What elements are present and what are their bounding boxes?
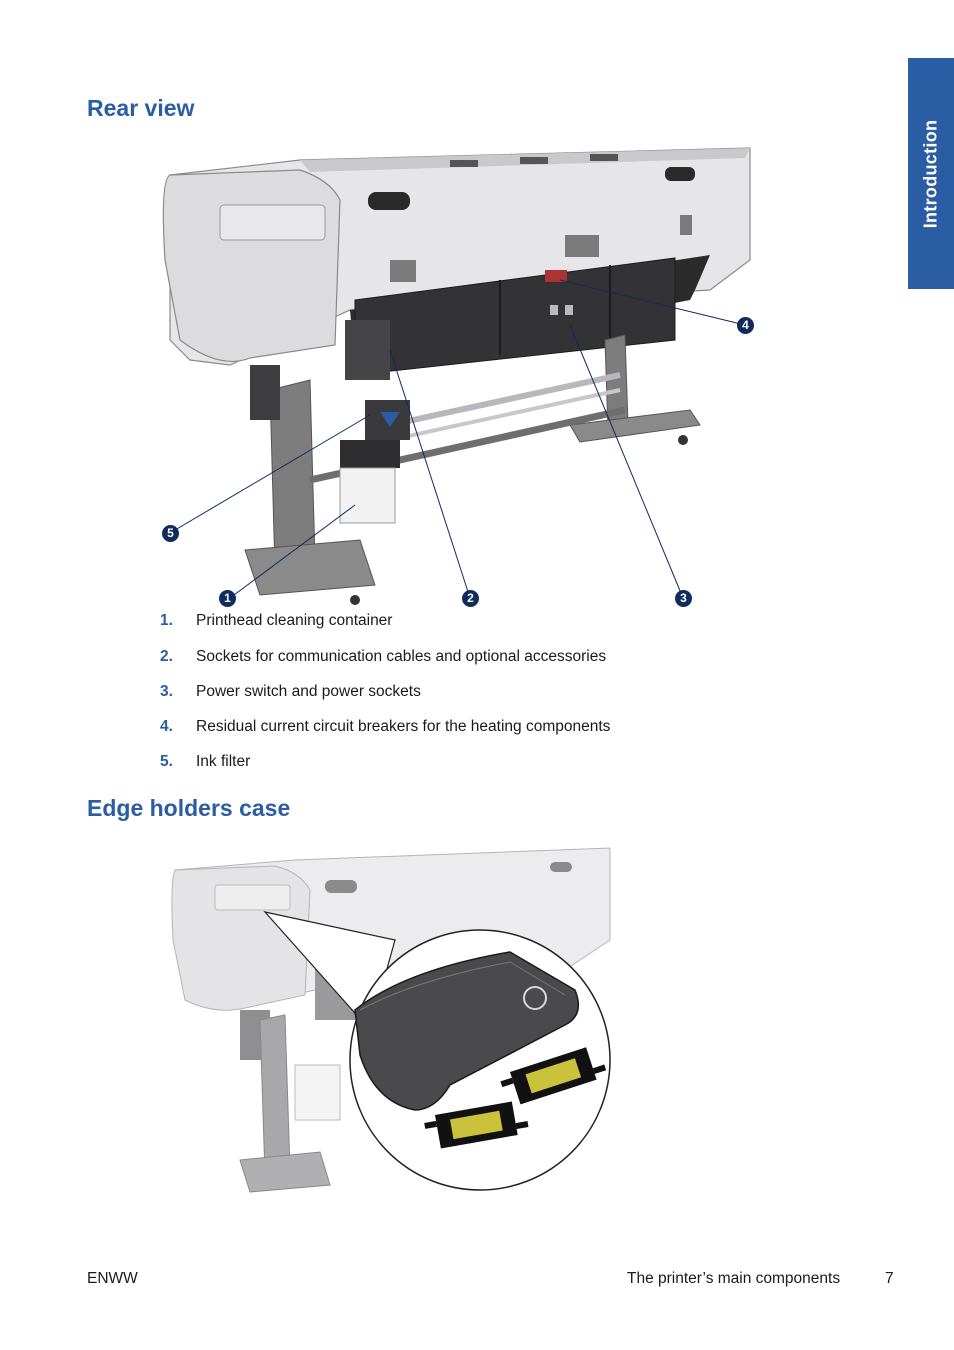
callout-2: 2 — [462, 590, 479, 607]
list-item-number: 4. — [160, 718, 173, 735]
callout-leader-lines — [169, 279, 746, 599]
footer-left: ENWW — [87, 1270, 138, 1287]
list-item-number: 2. — [160, 648, 173, 665]
edge-holders-heading: Edge holders case — [87, 795, 291, 821]
page-number: 7 — [885, 1270, 894, 1287]
list-item-number: 3. — [160, 683, 173, 700]
callout-3: 3 — [675, 590, 692, 607]
list-item-text: Printhead cleaning container — [196, 612, 393, 629]
callout-4: 4 — [737, 317, 754, 334]
list-item-text: Ink filter — [196, 753, 251, 770]
footer-section-title: The printer’s main components — [627, 1270, 841, 1287]
callout-5: 5 — [162, 525, 179, 542]
rear-view-illustration — [162, 147, 751, 605]
list-item-number: 1. — [160, 612, 173, 629]
list-item-text: Residual current circuit breakers for th… — [196, 718, 611, 735]
rear-view-heading: Rear view — [87, 95, 195, 121]
list-item-number: 5. — [160, 753, 173, 770]
edge-holders-illustration — [171, 847, 611, 1193]
section-tab: Introduction — [908, 58, 954, 289]
list-item-text: Sockets for communication cables and opt… — [196, 648, 607, 665]
list-item-text: Power switch and power sockets — [196, 683, 421, 700]
callout-1: 1 — [219, 590, 236, 607]
